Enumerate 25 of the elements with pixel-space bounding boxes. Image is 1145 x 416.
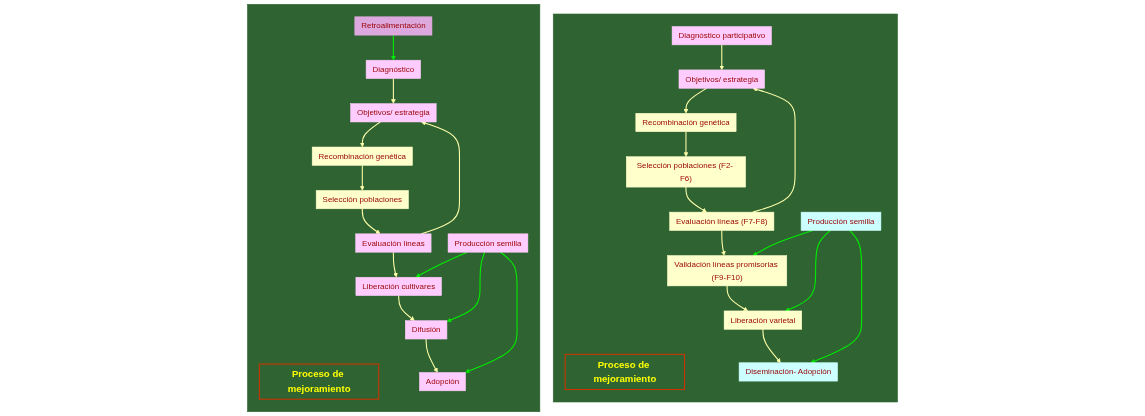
- arrow: [420, 121, 460, 235]
- arrow: [398, 295, 415, 321]
- arrow: [392, 251, 398, 278]
- arrow: [425, 338, 438, 373]
- arrow: [359, 164, 365, 191]
- arrow: [683, 87, 708, 114]
- arrow: [719, 44, 725, 71]
- arrow: [361, 208, 381, 235]
- arrow: [721, 229, 726, 256]
- arrow: [685, 186, 707, 213]
- arrow: [391, 34, 396, 61]
- cluster: [247, 4, 541, 412]
- arrow: [359, 121, 381, 148]
- arrow: [465, 251, 518, 374]
- arrow: [785, 229, 831, 312]
- arrow: [391, 78, 396, 104]
- arrow: [683, 131, 689, 157]
- arrow: [762, 328, 781, 363]
- cluster: [552, 13, 898, 403]
- arrow: [726, 285, 748, 312]
- node-box: Proceso de mejoramiento: [564, 353, 686, 391]
- arrow: [446, 251, 486, 323]
- arrow: [752, 87, 796, 213]
- node-box: Proceso de mejoramiento: [258, 363, 380, 400]
- arrow: [810, 229, 863, 364]
